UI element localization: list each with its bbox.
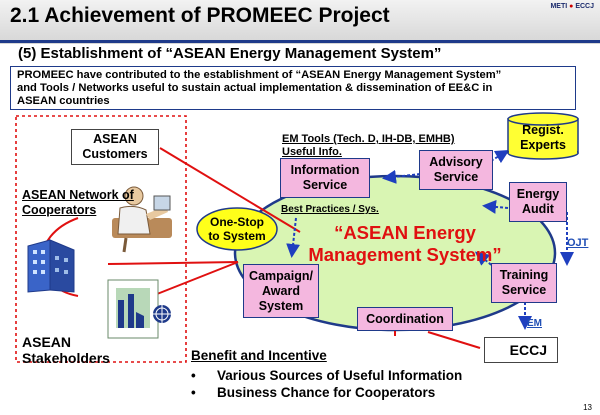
coordination-label: Coordination	[366, 311, 444, 326]
one-stop-oval	[196, 207, 278, 251]
central-title-line-2: Management System”	[308, 244, 502, 265]
asean-network-label: ASEAN Network of Cooperators	[22, 188, 134, 218]
header-bar	[0, 0, 600, 44]
one-stop-label: One-Stop to System	[198, 213, 276, 245]
arrow-best-practices	[286, 217, 301, 258]
asean-customers-box: ASEAN Customers	[71, 129, 159, 165]
em-tools-line-1: EM Tools (Tech. D, IH-DB, EMHB)	[282, 133, 455, 145]
information-service-line-2: Service	[302, 178, 348, 192]
description-box: PROMEEC have contributed to the establis…	[10, 66, 576, 110]
description-line-3: ASEAN countries	[17, 95, 110, 107]
central-title-line-1: “ASEAN Energy	[334, 222, 476, 243]
benefit-item-text: Business Chance for Cooperators	[217, 385, 436, 400]
campaign-line-3: System	[258, 298, 304, 313]
training-service-line-1: Training	[499, 268, 549, 282]
ojt-label: OJT	[567, 237, 589, 249]
campaign-line-2: Award	[262, 283, 300, 298]
information-service-box: Information Service	[280, 158, 370, 198]
arrow-advisory-information	[382, 169, 421, 184]
building-icon	[27, 239, 75, 293]
page-number: 13	[583, 403, 592, 412]
connector-network	[107, 261, 239, 265]
person-desk-icon	[112, 186, 172, 253]
regist-experts-line-1: Regist.	[522, 123, 564, 137]
description-line-2: and Tools / Networks useful to sustain a…	[17, 82, 493, 94]
asean-customers-label: ASEAN Customers	[82, 132, 148, 161]
energy-audit-line-2: Audit	[522, 202, 554, 216]
advisory-service-box: Advisory Service	[419, 150, 493, 190]
regist-experts-label: Regist. Experts	[509, 120, 577, 156]
benefit-item: •Business Chance for Cooperators	[191, 385, 436, 400]
information-service-line-1: Information	[290, 163, 360, 177]
meti-logo: METI	[550, 3, 568, 10]
central-system-title: “ASEAN Energy Management System”	[300, 222, 510, 266]
arrow-energy-audit	[482, 199, 509, 214]
training-service-line-2: Service	[501, 283, 547, 297]
one-stop-line-1: One-Stop	[209, 215, 264, 229]
asean-stakeholders-line-1: ASEAN	[22, 334, 72, 350]
energy-audit-box: Energy Audit	[509, 182, 567, 222]
regist-experts-cylinder	[507, 112, 579, 160]
benefit-heading: Benefit and Incentive	[191, 348, 327, 363]
asean-network-line-2: Cooperators	[22, 203, 97, 217]
asean-stakeholders-label: ASEAN Stakeholders	[22, 334, 110, 366]
eccj-logo: ECCJ	[575, 3, 594, 10]
em-label: EM	[527, 318, 542, 329]
benefit-item-text: Various Sources of Useful Information	[217, 368, 463, 383]
benefit-list: •Various Sources of Useful Information •…	[191, 367, 462, 401]
connector-customers	[159, 147, 301, 233]
benefit-item: •Various Sources of Useful Information	[191, 368, 463, 383]
connector-stakeholders	[151, 261, 239, 297]
connector-eccj	[427, 331, 481, 349]
header-divider	[0, 40, 600, 43]
em-tools-line-2: Useful Info.	[282, 146, 342, 158]
regist-experts-line-2: Experts	[520, 138, 566, 152]
best-practices-label: Best Practices / Sys.	[281, 204, 379, 215]
campaign-line-1: Campaign/	[249, 268, 313, 283]
factory-icon	[107, 279, 171, 339]
section-subtitle: (5) Establishment of “ASEAN Energy Manag…	[18, 45, 442, 62]
stakeholder-group-border	[15, 115, 187, 363]
campaign-award-system-box: Campaign/ Award System	[243, 264, 319, 318]
one-stop-line-2: to System	[208, 229, 266, 243]
em-tools-label: EM Tools (Tech. D, IH-DB, EMHB) Useful I…	[282, 133, 455, 159]
training-service-box: Training Service	[491, 263, 557, 303]
eccj-box: ECCJ	[484, 337, 558, 363]
asean-stakeholders-line-2: Stakeholders	[22, 350, 110, 366]
asean-network-line-1: ASEAN Network of	[22, 188, 134, 202]
arrow-training	[474, 251, 496, 269]
energy-audit-line-1: Energy	[516, 187, 560, 201]
description-line-1: PROMEEC have contributed to the establis…	[17, 69, 502, 81]
advisory-service-line-1: Advisory	[429, 155, 483, 169]
slide-title: 2.1 Achievement of PROMEEC Project	[10, 4, 390, 27]
logo-group: METI ● ECCJ	[550, 3, 594, 10]
coordination-box: Coordination	[357, 307, 453, 331]
advisory-service-line-2: Service	[433, 170, 479, 184]
eccj-label: ECCJ	[509, 341, 547, 358]
